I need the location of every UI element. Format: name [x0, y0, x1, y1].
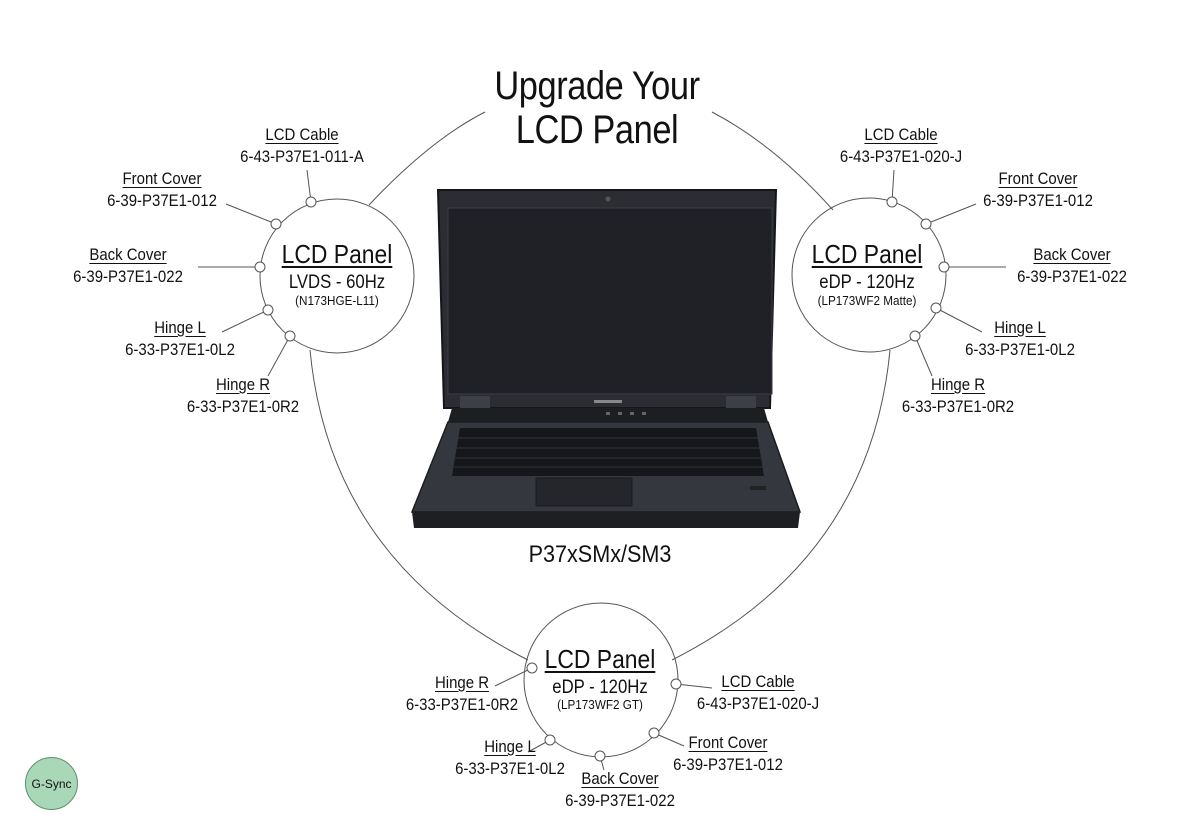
- part-number: 6-33-P37E1-0R2: [186, 397, 300, 416]
- part-number: 6-39-P37E1-022: [1017, 267, 1127, 286]
- panel-model: (N173HGE-L11): [295, 293, 379, 308]
- part-number: 6-33-P37E1-0L2: [455, 759, 565, 778]
- part-number: 6-39-P37E1-012: [983, 191, 1093, 210]
- panel-interface: eDP - 120Hz: [819, 272, 915, 293]
- panel-title: LCD Panel: [811, 239, 923, 269]
- part-name-back-cover: Back Cover: [1033, 245, 1111, 264]
- part-number: 6-39-P37E1-022: [565, 791, 675, 810]
- part-name-front-cover: Front Cover: [998, 169, 1078, 188]
- connector-dot: [909, 330, 921, 342]
- connector-dot: [270, 218, 282, 230]
- panel-circle-lvds: [259, 198, 415, 354]
- connector-dot: [920, 218, 932, 230]
- part-name-lcd-cable: LCD Cable: [721, 672, 795, 691]
- panel-interface: LVDS - 60Hz: [288, 272, 386, 293]
- part-name-back-cover: Back Cover: [89, 245, 167, 264]
- connector-dot: [930, 302, 942, 314]
- part-number: 6-43-P37E1-020-J: [696, 694, 820, 713]
- connector-dot: [262, 304, 274, 316]
- part-name-hinge-r: Hinge R: [215, 375, 271, 394]
- part-number: 6-33-P37E1-0L2: [965, 340, 1075, 359]
- part-name-hinge-l: Hinge L: [484, 737, 536, 756]
- part-name-lcd-cable: LCD Cable: [864, 125, 938, 144]
- part-name-hinge-l: Hinge L: [154, 318, 206, 337]
- part-number: 6-33-P37E1-0R2: [405, 695, 519, 714]
- title-line-1: Upgrade Your: [494, 64, 700, 108]
- part-name-lcd-cable: LCD Cable: [265, 125, 339, 144]
- part-name-hinge-r: Hinge R: [930, 375, 986, 394]
- part-name-hinge-l: Hinge L: [994, 318, 1046, 337]
- connector-dot: [284, 330, 296, 342]
- panel-model: (LP173WF2 Matte): [817, 293, 917, 308]
- ring-arc-right: [671, 349, 891, 661]
- ring-arc-left: [309, 349, 529, 661]
- connector-dot: [886, 196, 898, 208]
- part-number: 6-43-P37E1-011-A: [240, 147, 364, 166]
- connector-dot: [305, 196, 317, 208]
- g-sync-badge: G-Sync: [25, 757, 78, 810]
- brand-logo: [594, 400, 622, 403]
- panel-circle-edp-matte: [791, 197, 947, 353]
- connector-dot: [544, 734, 556, 746]
- part-name-front-cover: Front Cover: [122, 169, 202, 188]
- panel-interface: eDP - 120Hz: [552, 677, 648, 698]
- part-number: 6-39-P37E1-022: [73, 267, 183, 286]
- part-number: 6-33-P37E1-0R2: [901, 397, 1015, 416]
- part-number: 6-39-P37E1-012: [673, 755, 783, 774]
- part-name-back-cover: Back Cover: [581, 769, 659, 788]
- part-number: 6-43-P37E1-020-J: [839, 147, 963, 166]
- panel-model: (LP173WF2 GT): [557, 697, 643, 712]
- part-number: 6-39-P37E1-012: [107, 191, 217, 210]
- title-line-2: LCD Panel: [515, 108, 679, 152]
- connector-dot: [648, 727, 660, 739]
- connector-dot: [670, 678, 682, 690]
- laptop-illustration: [410, 189, 802, 528]
- part-number: 6-33-P37E1-0L2: [125, 340, 235, 359]
- laptop-model: P37xSMx/SM3: [528, 541, 672, 568]
- part-name-hinge-r: Hinge R: [434, 673, 490, 692]
- panel-title: LCD Panel: [281, 239, 393, 269]
- connector-dot: [594, 750, 606, 762]
- panel-title: LCD Panel: [544, 644, 656, 674]
- connector-dot: [254, 261, 266, 273]
- ring-arc-top-right: [711, 111, 834, 211]
- connector-dot: [526, 662, 538, 674]
- part-name-front-cover: Front Cover: [688, 733, 768, 752]
- connector-dot: [938, 261, 950, 273]
- ring-arc-top-left: [368, 111, 486, 206]
